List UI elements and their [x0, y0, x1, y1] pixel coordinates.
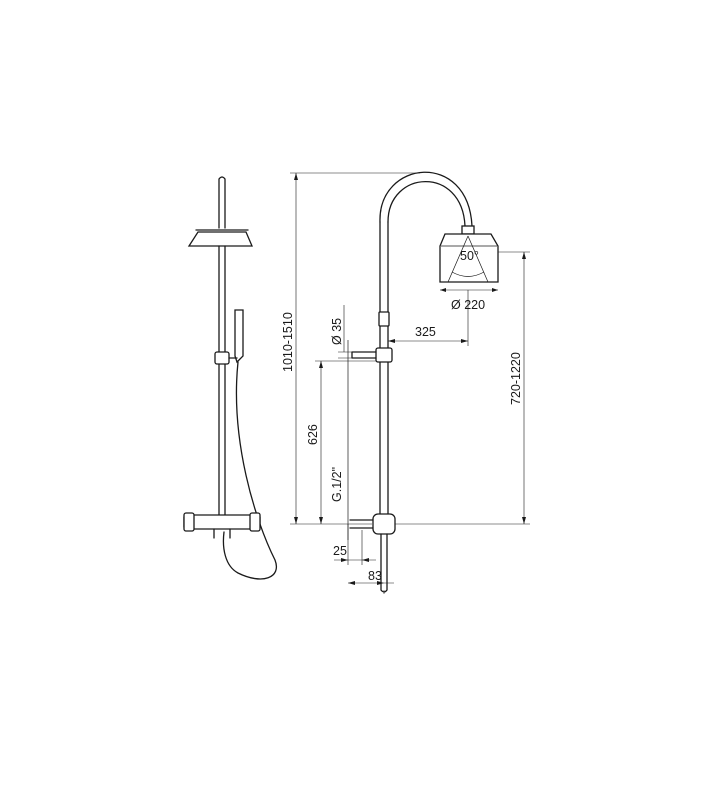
spray-cone [447, 235, 489, 283]
arm-reach-label: 325 [415, 325, 436, 339]
side-shower-head [187, 231, 253, 247]
side-mixer-feet [213, 528, 231, 539]
outlet-offset-arrow-left [348, 581, 355, 585]
thread-label: G.1/2" [330, 467, 344, 502]
side-top-pipe [218, 176, 226, 229]
spray-arc [451, 271, 485, 277]
side-hose [222, 361, 278, 580]
spacing-label: 626 [306, 424, 320, 445]
wall-offset-arrow-right [362, 558, 369, 562]
front-view [347, 171, 499, 593]
spray-angle-label: 50° [460, 249, 479, 263]
arm-reach-arrow-right [461, 339, 468, 343]
front-gooseneck-outer [379, 171, 473, 227]
front-slider [375, 347, 393, 363]
head-height-label: 720-1220 [509, 352, 523, 405]
side-mixer [183, 514, 261, 530]
total-height-arrow-top [294, 173, 298, 180]
head-diameter-label: Ø 220 [451, 298, 485, 312]
head-diameter-arrow-left [440, 288, 446, 292]
front-upper-clamp [378, 311, 390, 327]
front-column [379, 221, 389, 517]
spacing-arrow-bottom [319, 517, 323, 524]
side-mixer-right-knob [249, 512, 261, 532]
total-height-label: 1010-1510 [281, 312, 295, 372]
spacing-arrow-top [319, 361, 323, 368]
dimension-lines [290, 172, 530, 594]
front-mixer [372, 513, 396, 535]
wall-offset-arrow-left [341, 558, 348, 562]
wall-offset-ext [347, 524, 363, 565]
pipe-diameter-ext [338, 351, 352, 359]
head-diameter-arrow-right [492, 288, 498, 292]
arm-reach-arrow-left [388, 339, 395, 343]
total-height-arrow-bottom [294, 517, 298, 524]
side-hand-shower [234, 309, 244, 364]
front-slider-arm [351, 351, 377, 359]
front-mixer-inlet [349, 519, 374, 529]
side-column [218, 245, 226, 519]
outlet-offset-arrow-right [377, 581, 384, 585]
pipe-diameter-label: Ø 35 [330, 318, 344, 345]
front-gooseneck-inner [387, 180, 466, 227]
dimension-labels: 1010-1510 720-1220 50° Ø 220 325 Ø 35 62… [281, 249, 523, 583]
side-mixer-left-knob [183, 512, 195, 532]
side-slider [214, 351, 230, 365]
wall-offset-label: 25 [333, 544, 347, 558]
head-height-arrow-bottom [522, 517, 526, 524]
side-view [183, 176, 278, 580]
outlet-offset-label: 83 [368, 569, 382, 583]
front-head-connector [461, 225, 475, 235]
head-height-arrow-top [522, 252, 526, 259]
